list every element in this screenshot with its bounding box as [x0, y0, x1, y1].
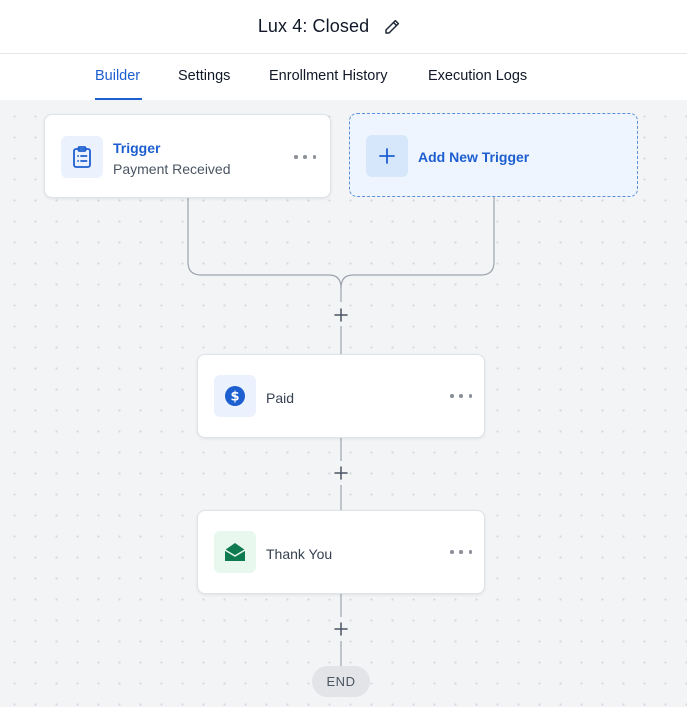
plus-icon: [334, 308, 348, 322]
step-card-paid[interactable]: $ Paid: [197, 354, 485, 438]
paid-icon-box: $: [214, 375, 256, 417]
tab-builder[interactable]: Builder: [95, 68, 141, 84]
add-step-button-3[interactable]: [331, 619, 351, 639]
workflow-title: Lux 4: Closed: [257, 16, 370, 36]
trigger-subtitle: Payment Received: [113, 161, 231, 177]
plus-icon: [334, 622, 348, 636]
thank-you-icon-box: [214, 531, 256, 573]
trigger-title: Trigger: [113, 140, 161, 156]
clipboard-icon: [73, 146, 91, 168]
step-card-thank-you[interactable]: Thank You: [197, 510, 485, 594]
dollar-circle-icon: $: [225, 386, 245, 406]
workflow-header: Lux 4: Closed: [0, 0, 687, 54]
add-step-button-1[interactable]: [331, 305, 351, 325]
add-trigger-label: Add New Trigger: [418, 149, 530, 165]
step-label-thank-you: Thank You: [266, 546, 333, 562]
paid-more-icon[interactable]: [450, 391, 472, 401]
add-step-button-2[interactable]: [331, 463, 351, 483]
envelope-open-icon: [224, 543, 246, 561]
add-trigger-icon-box: [366, 135, 408, 177]
svg-text:$: $: [230, 390, 239, 405]
plus-icon: [334, 466, 348, 480]
tab-bar: Builder Settings Enrollment History Exec…: [0, 54, 687, 100]
tab-settings[interactable]: Settings: [178, 68, 231, 84]
active-tab-indicator: [95, 98, 142, 100]
plus-icon: [379, 148, 395, 164]
step-label-paid: Paid: [266, 390, 295, 406]
trigger-card[interactable]: Trigger Payment Received: [44, 114, 331, 198]
end-node: END: [312, 666, 370, 697]
trigger-more-icon[interactable]: [294, 152, 316, 162]
add-new-trigger-button[interactable]: Add New Trigger: [349, 113, 638, 197]
trigger-icon-box: [61, 136, 103, 178]
title-group: Lux 4: Closed: [258, 16, 401, 37]
thank-you-more-icon[interactable]: [450, 547, 472, 557]
pencil-icon[interactable]: [383, 18, 401, 36]
tab-enrollment-history[interactable]: Enrollment History: [269, 68, 388, 84]
tab-execution-logs[interactable]: Execution Logs: [428, 68, 528, 84]
